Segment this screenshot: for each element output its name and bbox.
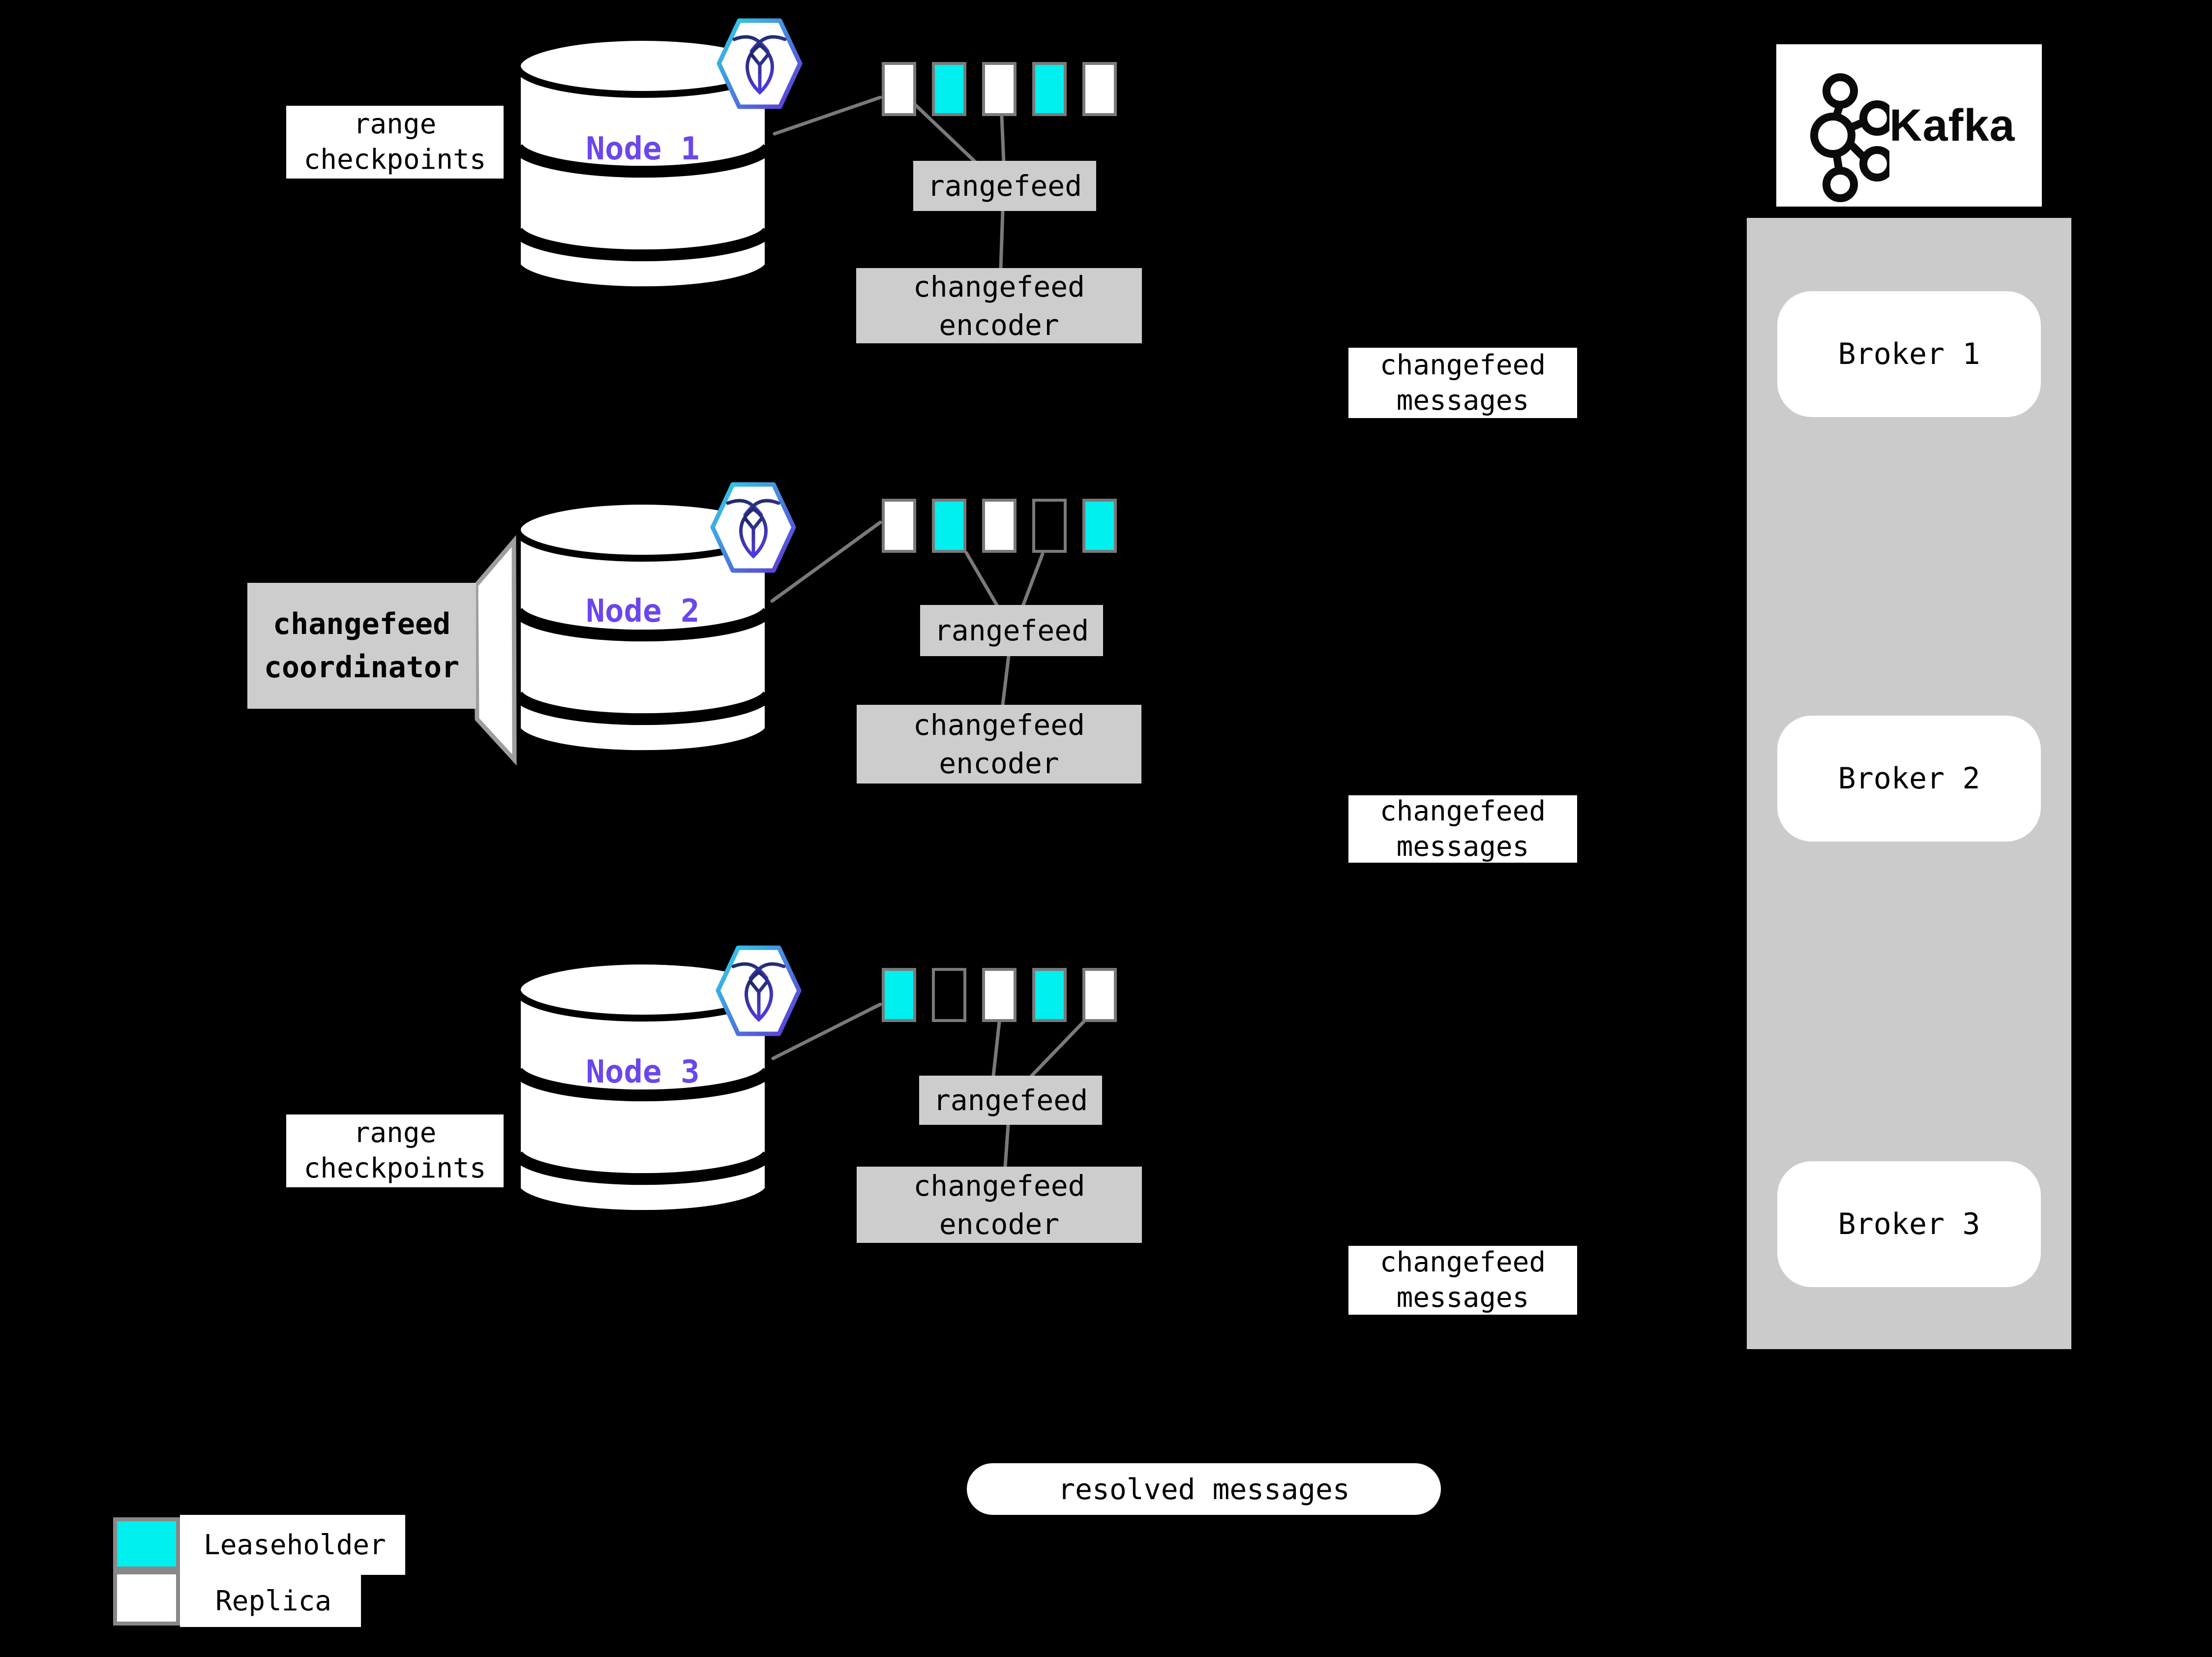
- node2-rangefeed-to-encoder-line: [1001, 654, 1011, 707]
- node3-range-2: [932, 968, 966, 1022]
- kafka-title: Kafka: [1889, 100, 2015, 151]
- node1-range-1: [882, 62, 916, 116]
- node1-range-checkpoints-label: range checkpoints: [286, 106, 504, 179]
- node2-rangefeed-box: rangefeed: [920, 605, 1103, 656]
- node2-range4-to-rangefeed-line: [1021, 552, 1045, 608]
- node1-cylinder-to-range-line: [773, 95, 882, 136]
- range-checkpoints-line2: checkpoints: [303, 1152, 486, 1184]
- broker-label: Broker 3: [1838, 1207, 1980, 1241]
- node1-range-3: [982, 62, 1016, 116]
- node3-range3-to-rangefeed-line: [991, 1020, 1001, 1078]
- kafka-logo-icon: [1810, 73, 1889, 202]
- broker-label: Broker 1: [1838, 337, 1980, 371]
- coordinator-flag: [474, 535, 517, 766]
- node3-range-3: [982, 968, 1016, 1022]
- node3-range-1: [882, 968, 916, 1022]
- node2-changefeed-messages-label: changefeed messages: [1348, 795, 1577, 863]
- rangefeed-label: rangefeed: [927, 169, 1082, 203]
- node3-label: Node 3: [586, 1054, 700, 1090]
- node2-range-5: [1082, 499, 1117, 553]
- node2-cockroachdb-badge-icon: [710, 482, 796, 573]
- kafka-broker-2: Broker 2: [1777, 716, 2041, 842]
- node1-rangefeed-to-encoder-line: [999, 209, 1005, 270]
- encoder-line2: encoder: [939, 747, 1059, 780]
- broker-label: Broker 2: [1838, 761, 1980, 796]
- range-checkpoints-line1: range: [353, 1117, 437, 1149]
- node1-changefeed-encoder-box: changefeed encoder: [856, 268, 1142, 343]
- legend-leaseholder-label: Leaseholder: [180, 1515, 405, 1575]
- node2-range-1: [882, 499, 916, 553]
- node1-range-2: [932, 62, 966, 116]
- coordinator-line2: coordinator: [264, 650, 460, 685]
- node2-range-2: [932, 499, 966, 553]
- node3-range-5: [1082, 968, 1117, 1022]
- node1-range-4: [1032, 62, 1067, 116]
- kafka-broker-3: Broker 3: [1777, 1161, 2041, 1287]
- node1-rangefeed-box: rangefeed: [913, 161, 1096, 211]
- node2-range-4: [1032, 499, 1067, 553]
- node1-cockroachdb-badge-icon: [717, 18, 803, 109]
- kafka-brokers-panel: Broker 1 Broker 2 Broker 3: [1747, 218, 2071, 1349]
- messages-line2: messages: [1396, 830, 1529, 863]
- node3-changefeed-messages-label: changefeed messages: [1348, 1246, 1577, 1315]
- node1-range1-to-rangefeed-line: [913, 102, 978, 164]
- kafka-logo-box: Kafka: [1776, 44, 2042, 207]
- messages-line1: changefeed: [1379, 795, 1546, 827]
- node3-range-checkpoints-label: range checkpoints: [286, 1115, 504, 1187]
- encoder-line1: changefeed: [913, 708, 1085, 742]
- encoder-line1: changefeed: [913, 270, 1085, 303]
- node1-cylinder: [512, 34, 773, 294]
- node3-range5-to-rangefeed-line: [1030, 1020, 1085, 1078]
- encoder-line1: changefeed: [913, 1169, 1085, 1203]
- node3-range-4: [1032, 968, 1067, 1022]
- kafka-broker-1: Broker 1: [1777, 291, 2041, 417]
- messages-line1: changefeed: [1379, 349, 1546, 381]
- legend-leaseholder-swatch: [113, 1517, 180, 1570]
- legend-replica-label: Replica: [180, 1575, 361, 1627]
- changefeed-coordinator-label: changefeed coordinator: [247, 583, 476, 709]
- node3-changefeed-encoder-box: changefeed encoder: [857, 1167, 1142, 1243]
- legend-replica-swatch: [113, 1570, 180, 1626]
- coordinator-line1: changefeed: [272, 607, 451, 641]
- messages-line2: messages: [1396, 384, 1529, 417]
- node3-cockroachdb-badge-icon: [716, 945, 802, 1036]
- node3-cylinder: [512, 958, 773, 1217]
- legend-leaseholder-text: Leaseholder: [204, 1529, 386, 1561]
- messages-line2: messages: [1396, 1282, 1529, 1314]
- range-checkpoints-line1: range: [353, 108, 437, 140]
- node2-cylinder-to-range-line: [770, 520, 882, 603]
- node1-range-5: [1082, 62, 1117, 116]
- messages-line1: changefeed: [1379, 1246, 1546, 1278]
- encoder-line2: encoder: [939, 308, 1059, 342]
- rangefeed-label: rangefeed: [933, 1084, 1088, 1117]
- resolved-messages-pill: resolved messages: [967, 1463, 1441, 1515]
- node2-label: Node 2: [586, 593, 700, 630]
- node3-rangefeed-to-encoder-line: [1003, 1123, 1010, 1169]
- rangefeed-label: rangefeed: [934, 614, 1089, 647]
- node1-range3-to-rangefeed-line: [1000, 114, 1006, 164]
- node2-range2-to-rangefeed-line: [964, 551, 999, 608]
- node2-changefeed-encoder-box: changefeed encoder: [857, 705, 1141, 783]
- encoder-line2: encoder: [939, 1207, 1060, 1241]
- connector-lines: [770, 95, 1085, 1169]
- node2-range-3: [982, 499, 1016, 553]
- node3-rangefeed-box: rangefeed: [919, 1076, 1102, 1125]
- resolved-messages-label: resolved messages: [1058, 1472, 1350, 1506]
- node1-label: Node 1: [586, 131, 700, 167]
- node1-changefeed-messages-label: changefeed messages: [1348, 348, 1577, 418]
- node3-cylinder-to-range-line: [771, 1002, 882, 1060]
- range-checkpoints-line2: checkpoints: [303, 144, 486, 176]
- legend-replica-text: Replica: [215, 1585, 332, 1617]
